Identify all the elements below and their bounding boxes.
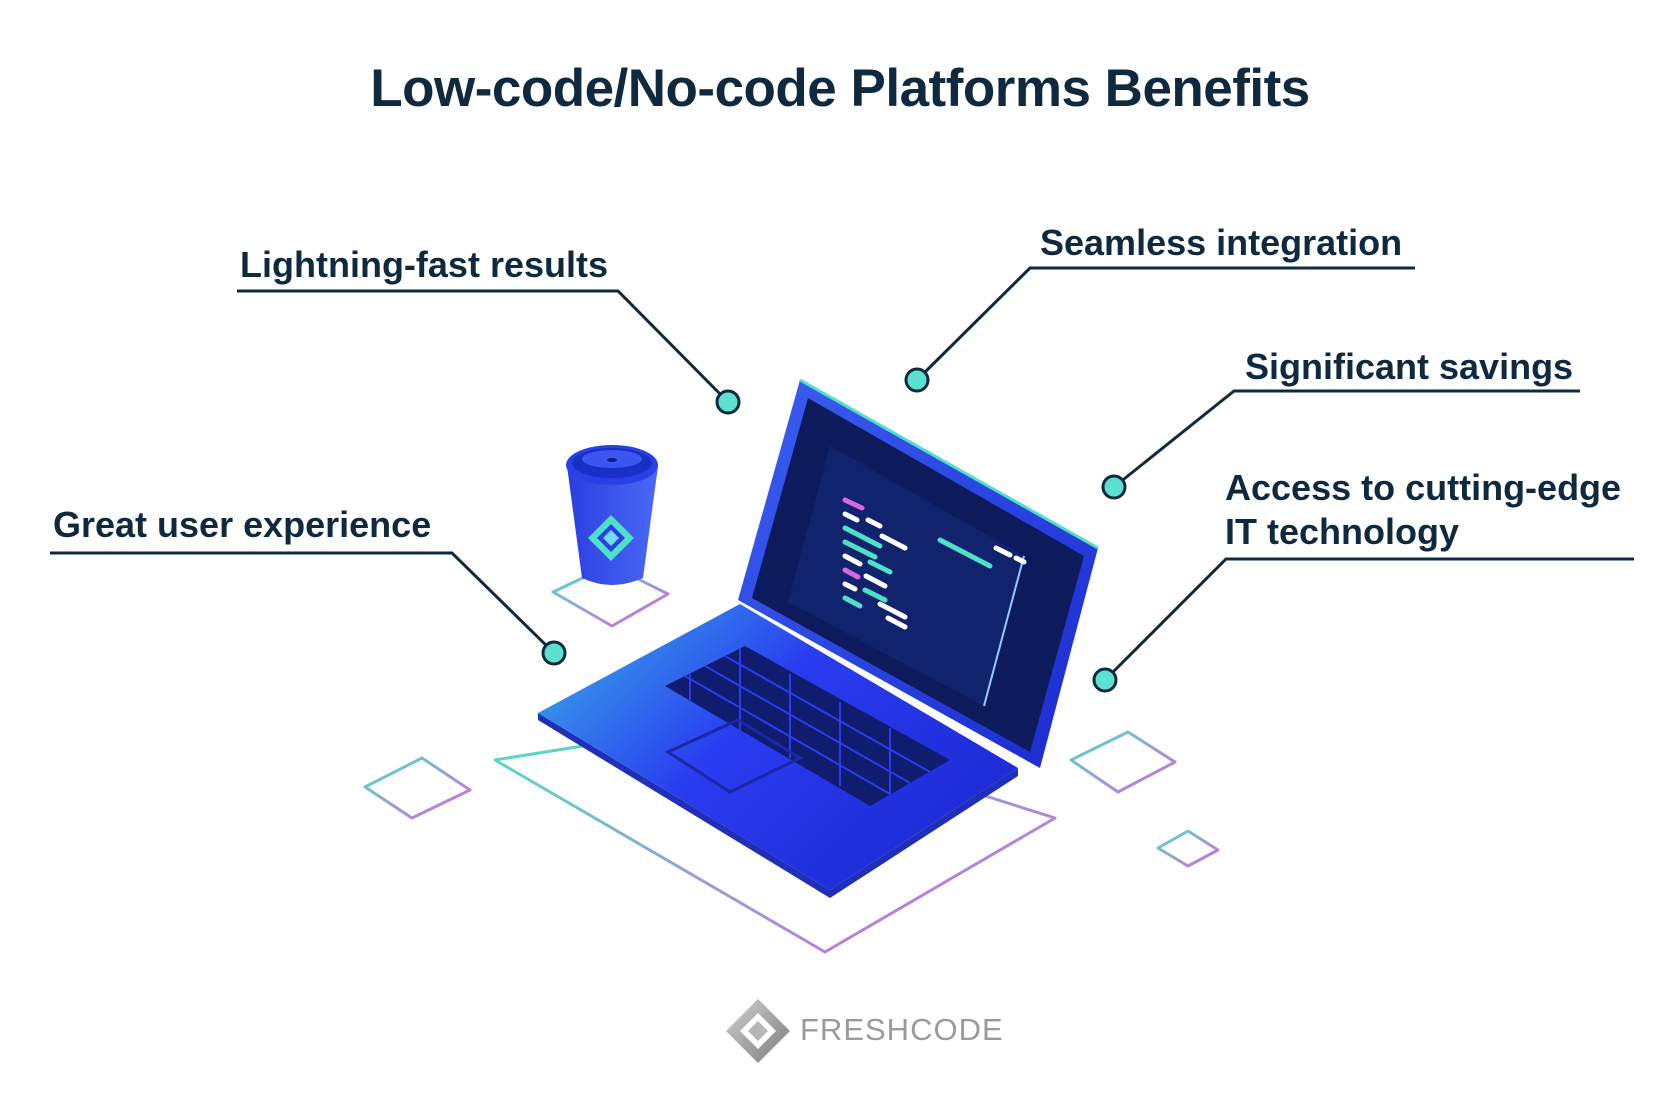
coffee-cup (566, 445, 658, 585)
dot-access (1092, 667, 1118, 693)
floor-diamond-small (1156, 829, 1220, 868)
leader-line-seamless (915, 266, 1415, 382)
keyboard (665, 646, 950, 806)
page-title: Low-code/No-code Platforms Benefits (370, 59, 1310, 118)
leader-line-access (1103, 557, 1634, 682)
floor-diamond-left (363, 756, 472, 820)
benefit-label-seamless: Seamless integration (1040, 222, 1403, 263)
floor-diamond-right (1069, 730, 1177, 794)
benefit-label-access: Access to cutting-edge IT technology (1225, 467, 1622, 552)
benefit-label-ux: Great user experience (53, 504, 432, 545)
leader-line-savings (1113, 389, 1580, 489)
freshcode-logo-text: FRESHCODE (800, 1012, 1004, 1047)
freshcode-logo-icon (726, 999, 790, 1063)
dot-lightning (715, 389, 741, 415)
benefit-label-savings: Significant savings (1245, 346, 1574, 387)
touchpad (664, 718, 804, 794)
screen-code-lines (842, 497, 1027, 630)
benefit-label-lightning: Lightning-fast results (240, 244, 608, 285)
leader-line-ux (50, 551, 556, 655)
cup-logo-icon (588, 515, 634, 561)
dot-savings (1101, 474, 1127, 500)
leader-line-lightning (237, 289, 730, 404)
dot-ux (541, 640, 567, 666)
laptop (538, 378, 1099, 898)
dot-seamless (904, 367, 930, 393)
